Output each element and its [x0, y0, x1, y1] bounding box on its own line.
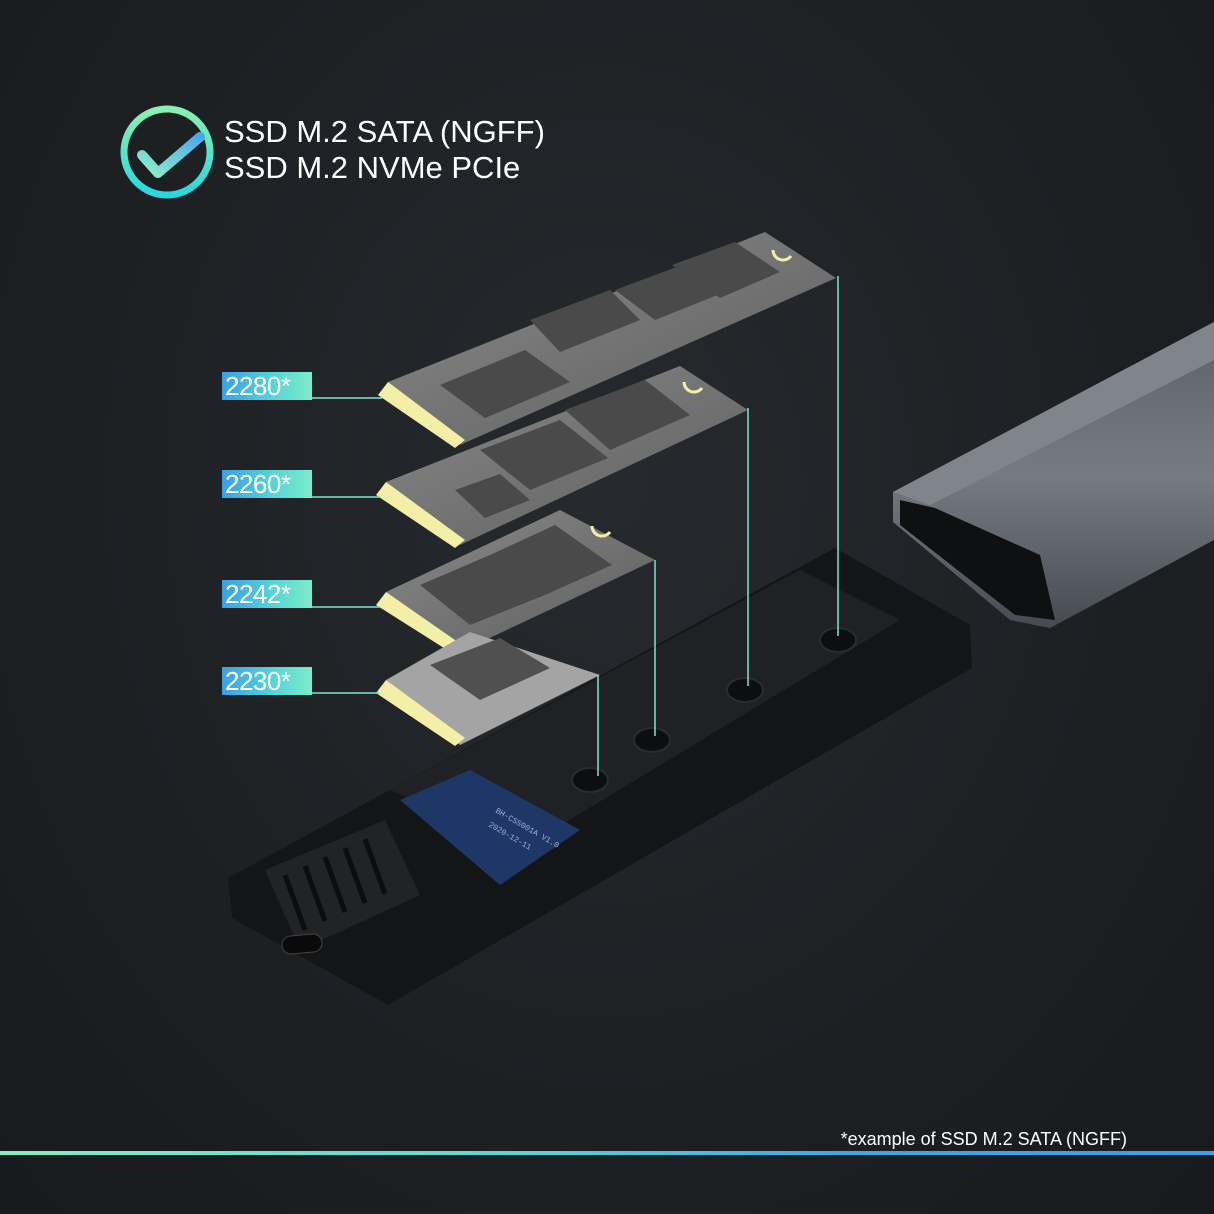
usb-c-port — [281, 933, 323, 955]
size-label-2260: 2260* — [222, 470, 312, 498]
ssd-2280 — [378, 232, 836, 448]
size-label-2230: 2230* — [222, 667, 312, 695]
leader-lines — [312, 276, 839, 776]
ssd-2260 — [376, 366, 748, 548]
aluminum-sleeve — [893, 322, 1214, 628]
size-label-2280: 2280* — [222, 372, 312, 400]
footnote: *example of SSD M.2 SATA (NGFF) — [840, 1129, 1127, 1149]
accent-divider — [0, 1151, 1214, 1155]
ssd-2242 — [376, 510, 655, 655]
size-label-2242: 2242* — [222, 580, 312, 608]
heading-line-sata: SSD M.2 SATA (NGFF) — [224, 114, 545, 149]
check-circle-icon — [120, 105, 214, 199]
compatibility-heading: SSD M.2 SATA (NGFF) SSD M.2 NVMe PCIe — [224, 114, 545, 186]
heading-line-nvme: SSD M.2 NVMe PCIe — [224, 150, 521, 185]
enclosure-tray: BH-CSS001A V1.0 2020-12-11 — [228, 548, 972, 1005]
ssd-2230 — [376, 632, 600, 746]
